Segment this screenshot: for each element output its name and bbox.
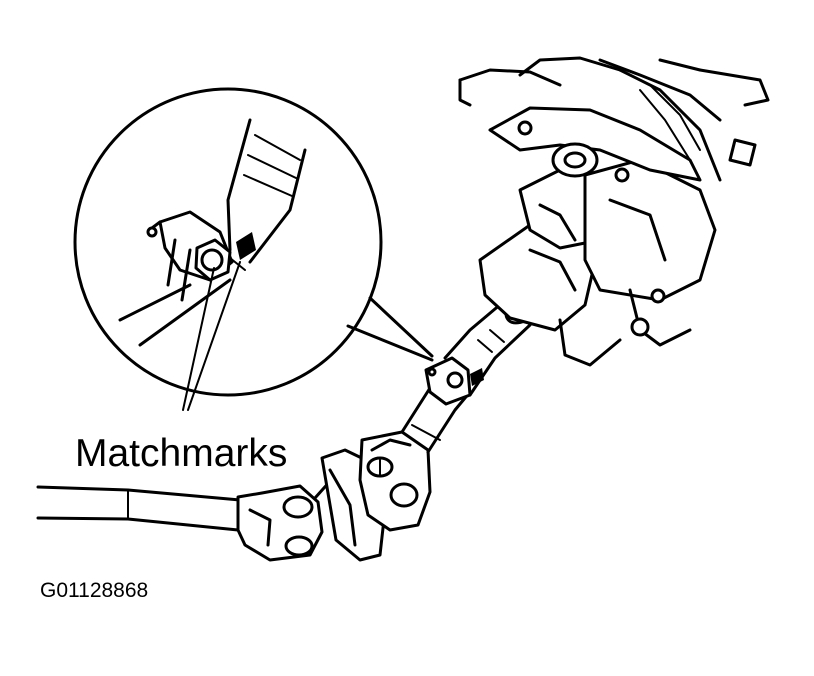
upper-mounting-bracket: [488, 106, 702, 183]
callout-connector: [346, 296, 434, 362]
lower-universal-joint: [236, 448, 387, 562]
clamp-bolt-matchmark: [424, 356, 484, 406]
figure-id-label: G01128868: [40, 579, 149, 602]
matchmarks-label: Matchmarks: [75, 432, 288, 475]
middle-universal-joint: [358, 430, 432, 532]
detail-callout-circle: [73, 87, 383, 411]
steering-column-body: [478, 158, 717, 367]
upper-column-assembly: [458, 56, 770, 182]
intermediate-shaft-lower: [36, 485, 242, 532]
